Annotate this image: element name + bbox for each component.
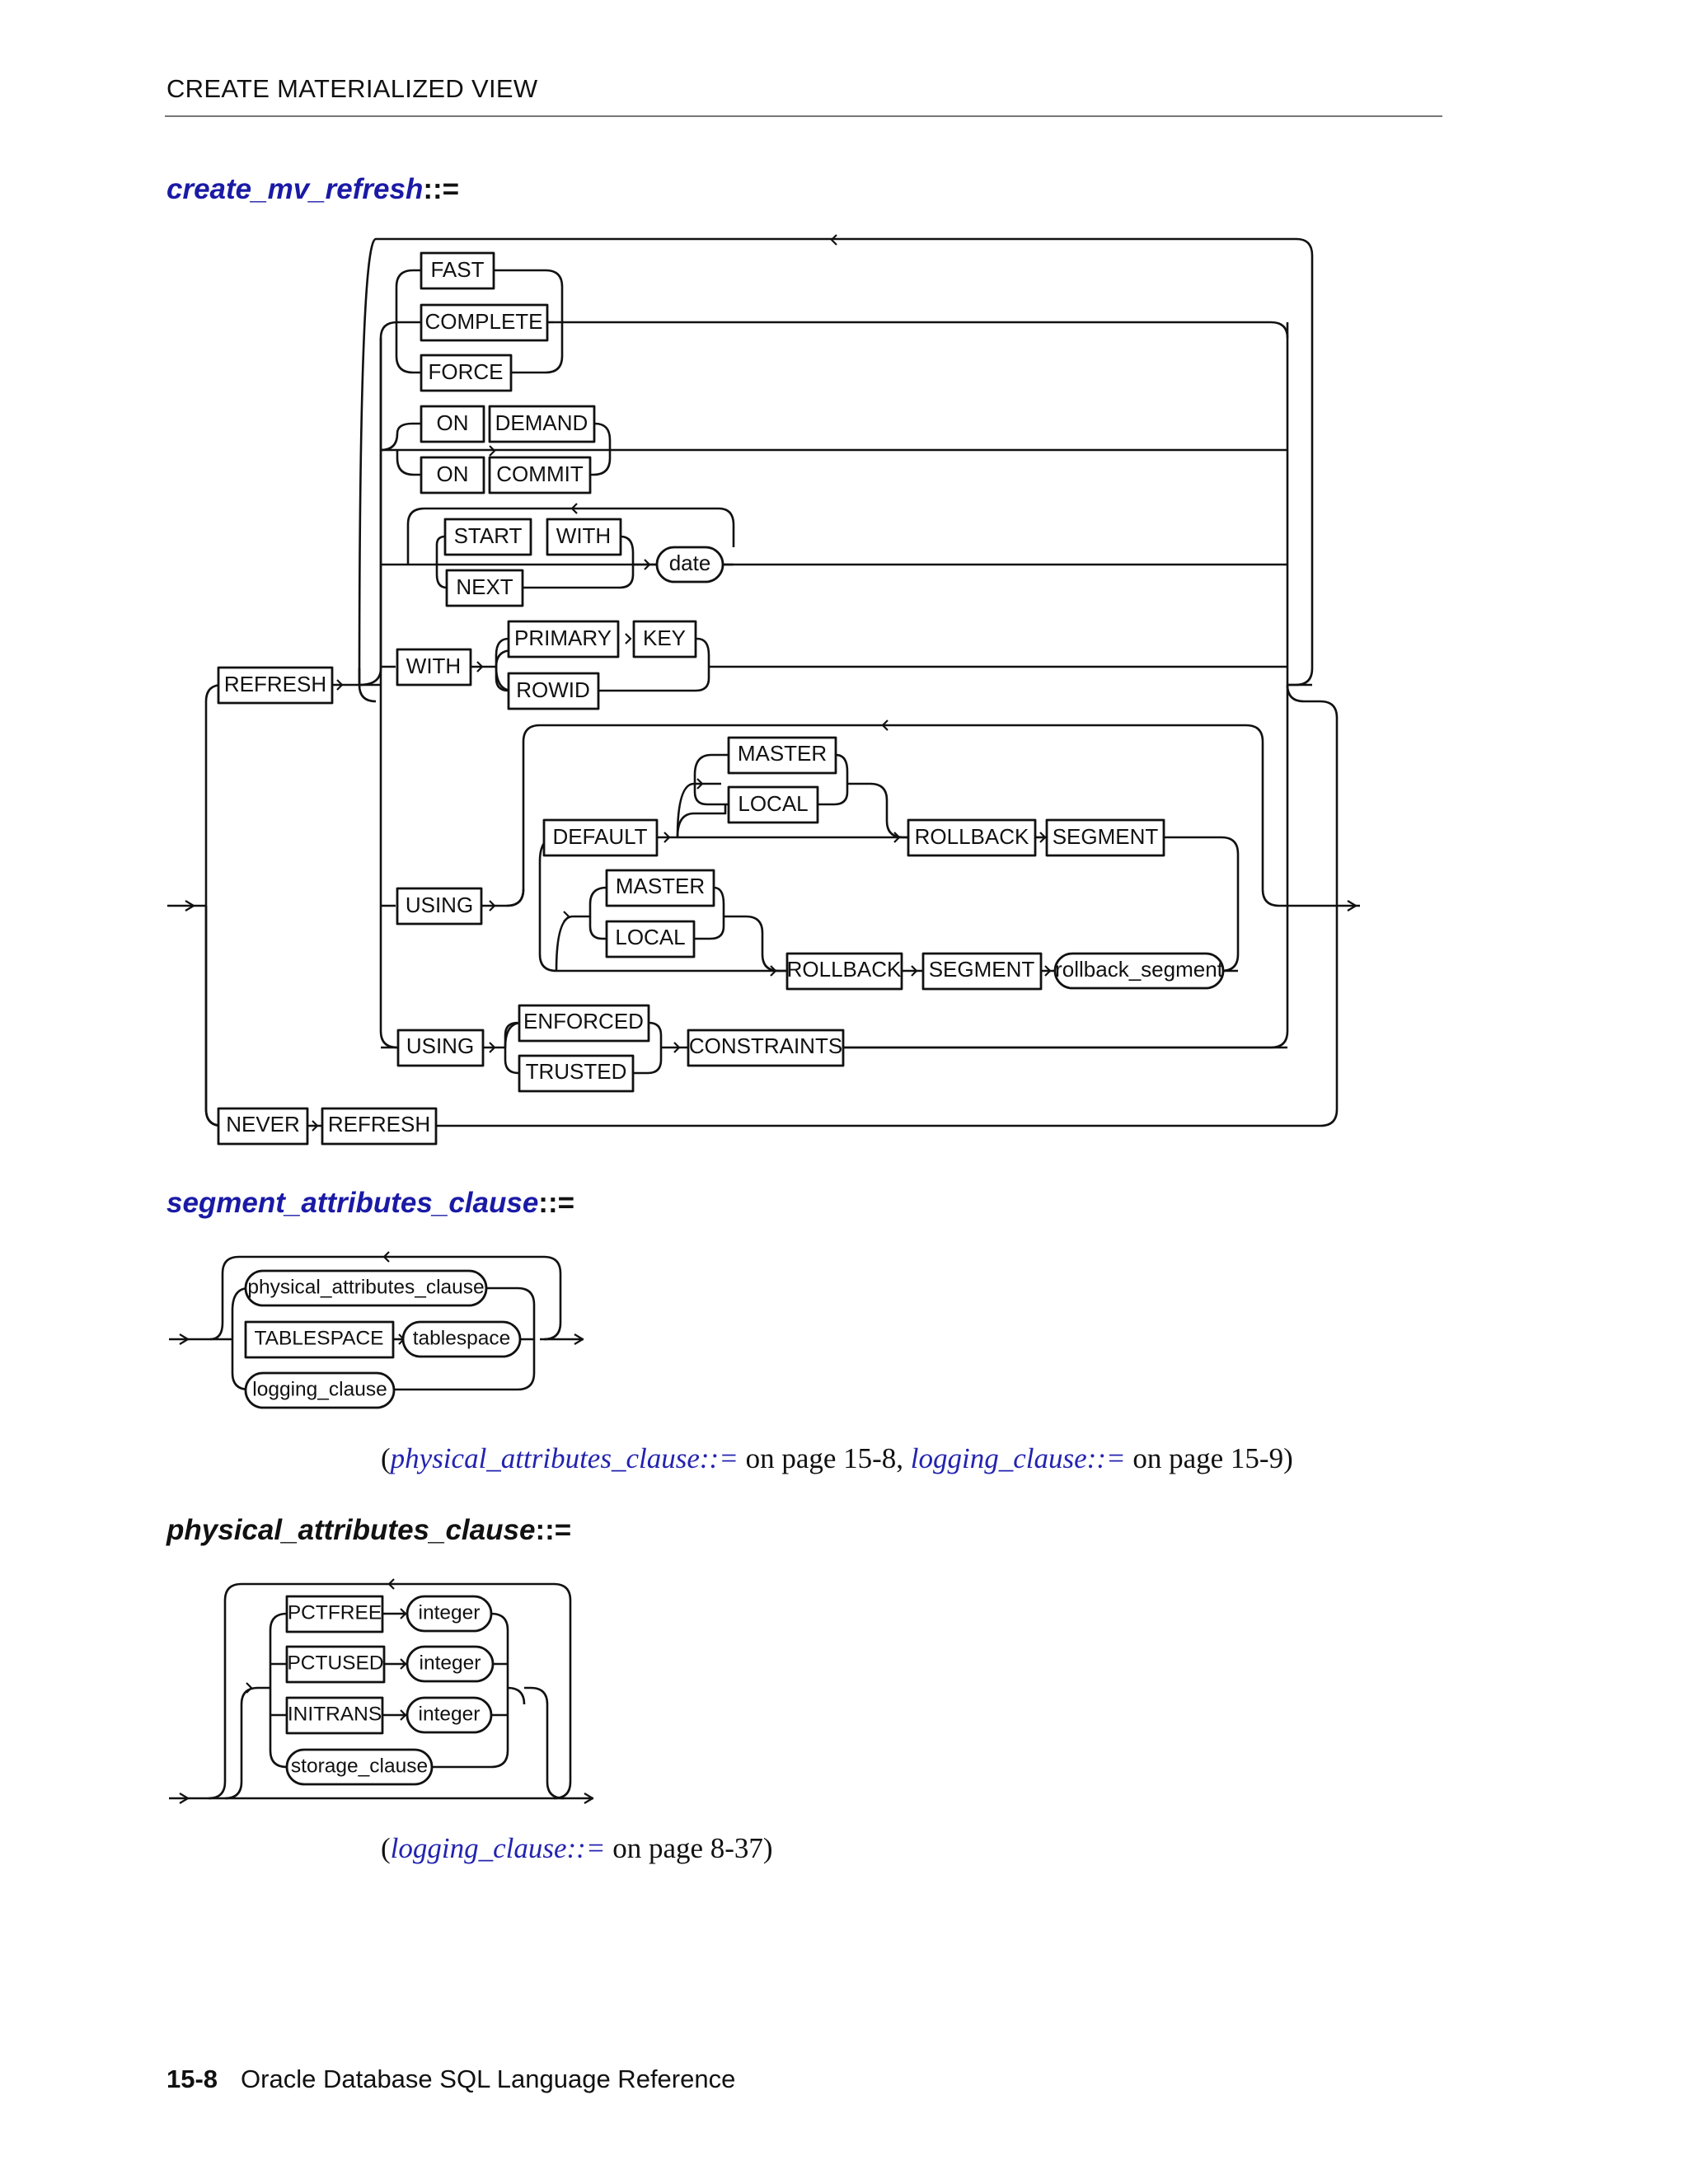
keyword-with: WITH: [556, 523, 611, 548]
keyword-on: ON: [437, 410, 469, 435]
keyword-demand: DEMAND: [495, 410, 588, 435]
rule-title-create-mv-refresh: create_mv_refresh::=: [166, 173, 459, 206]
cross-reference-2: (logging_clause::= on page 8-37): [381, 1832, 773, 1864]
keyword-pctfree: PCTFREE: [288, 1601, 382, 1624]
page-number: 15-8: [166, 2064, 218, 2093]
reference-storage-clause: storage_clause: [291, 1755, 428, 1777]
diagram-segment-attributes-clause: physical_attributes_clause TABLESPACE ta…: [169, 1251, 584, 1409]
header-rule: [165, 115, 1442, 117]
keyword-refresh: REFRESH: [328, 1112, 430, 1137]
book-title: Oracle Database SQL Language Reference: [241, 2064, 736, 2093]
keyword-tablespace: TABLESPACE: [254, 1327, 383, 1349]
keyword-start: START: [454, 523, 523, 548]
keyword-master: MASTER: [738, 741, 827, 766]
link-logging-clause[interactable]: logging_clause::=: [910, 1442, 1126, 1474]
keyword-refresh: REFRESH: [224, 672, 326, 696]
reference-tablespace: tablespace: [413, 1327, 511, 1349]
keyword-fast: FAST: [430, 257, 484, 282]
keyword-rollback: ROLLBACK: [787, 957, 902, 982]
keyword-key: KEY: [643, 626, 686, 650]
keyword-never: NEVER: [226, 1112, 300, 1137]
reference-logging-clause: logging_clause: [252, 1378, 387, 1400]
page-footer: 15-8 Oracle Database SQL Language Referen…: [166, 2064, 735, 2094]
rule-operator: ::=: [535, 1514, 572, 1546]
link-physical-attributes-clause[interactable]: physical_attributes_clause::=: [390, 1442, 738, 1474]
running-head: CREATE MATERIALIZED VIEW: [166, 74, 538, 103]
keyword-master: MASTER: [616, 874, 705, 898]
rule-operator: ::=: [423, 173, 460, 205]
keyword-local: LOCAL: [615, 925, 685, 949]
diagram-create-mv-refresh: REFRESH FAST COMPLETE FORCE ON DEMAND ON…: [167, 234, 1360, 1146]
keyword-commit: COMMIT: [496, 462, 584, 486]
keyword-complete: COMPLETE: [424, 309, 542, 334]
reference-physical-attributes-clause: physical_attributes_clause: [247, 1276, 484, 1298]
cross-reference-1: (physical_attributes_clause::= on page 1…: [381, 1442, 1293, 1474]
keyword-segment: SEGMENT: [1053, 824, 1159, 849]
keyword-with: WITH: [406, 654, 461, 678]
keyword-on: ON: [437, 462, 469, 486]
keyword-initrans: INITRANS: [288, 1703, 382, 1725]
keyword-primary: PRIMARY: [514, 626, 612, 650]
keyword-segment: SEGMENT: [929, 957, 1035, 982]
link-logging-clause[interactable]: logging_clause::=: [390, 1832, 606, 1864]
keyword-rowid: ROWID: [516, 677, 590, 702]
rule-title-physical-attributes-clause: physical_attributes_clause::=: [166, 1514, 571, 1547]
reference-integer: integer: [419, 1601, 481, 1624]
reference-integer: integer: [419, 1703, 481, 1725]
keyword-using: USING: [406, 1033, 474, 1058]
rule-name[interactable]: create_mv_refresh: [166, 173, 424, 205]
rule-operator: ::=: [538, 1187, 575, 1219]
keyword-force: FORCE: [429, 359, 504, 384]
keyword-constraints: CONSTRAINTS: [689, 1033, 842, 1058]
diagram-physical-attributes-clause: PCTFREE integer PCTUSED integer INITRANS…: [169, 1578, 594, 1804]
keyword-using: USING: [406, 893, 473, 917]
keyword-enforced: ENFORCED: [523, 1009, 644, 1033]
keyword-trusted: TRUSTED: [526, 1059, 627, 1084]
rule-title-segment-attributes-clause: segment_attributes_clause::=: [166, 1187, 574, 1220]
keyword-local: LOCAL: [738, 791, 808, 816]
reference-date: date: [669, 551, 711, 575]
reference-integer: integer: [420, 1652, 481, 1674]
reference-rollback-segment: rollback_segment: [1055, 957, 1224, 982]
keyword-rollback: ROLLBACK: [915, 824, 1029, 849]
rule-name: physical_attributes_clause: [166, 1514, 536, 1546]
keyword-default: DEFAULT: [552, 824, 647, 849]
keyword-next: NEXT: [456, 574, 513, 599]
keyword-pctused: PCTUSED: [287, 1652, 383, 1674]
rule-name[interactable]: segment_attributes_clause: [166, 1187, 539, 1219]
